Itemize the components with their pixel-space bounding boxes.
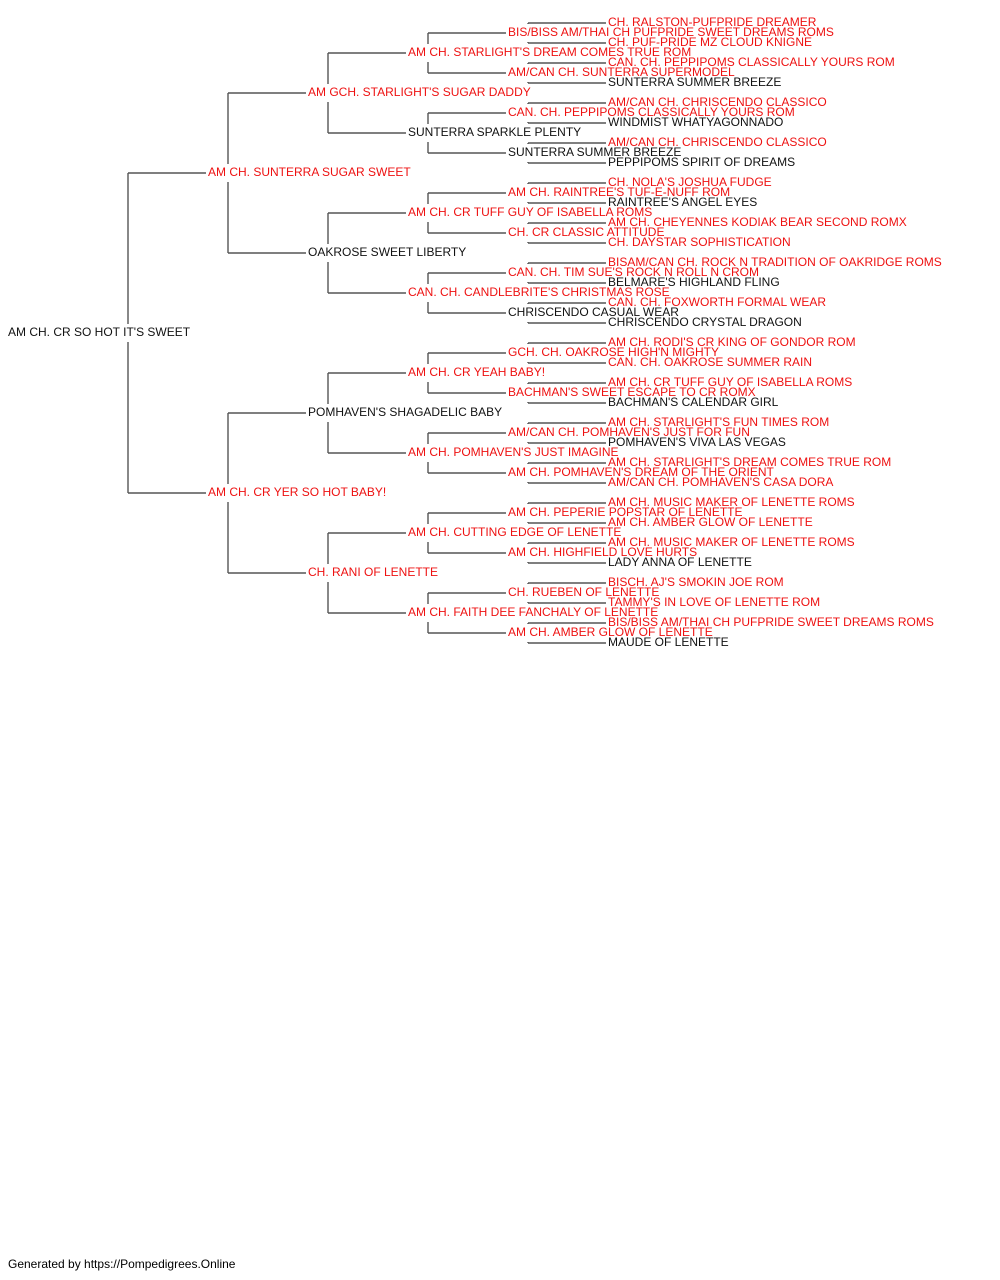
sire-name: AM CH. CR TUFF GUY OF ISABELLA ROMS (408, 205, 652, 219)
sire-name: CH. RUEBEN OF LENETTE (508, 585, 659, 599)
dam-name: BELMARE'S HIGHLAND FLING (608, 275, 780, 289)
dam-name: RAINTREE'S ANGEL EYES (608, 195, 757, 209)
dam-name: TAMMY'S IN LOVE OF LENETTE ROM (608, 595, 820, 609)
dam-name: CHRISCENDO CRYSTAL DRAGON (608, 315, 802, 329)
dam-name: WINDMIST WHATYAGONNADO (608, 115, 783, 129)
generated-by-footer: Generated by https://Pompedigrees.Online (8, 1257, 236, 1271)
sire-name: AM CH. RAINTREE'S TUF-E-NUFF ROM (508, 185, 730, 199)
dam-name: POMHAVEN'S VIVA LAS VEGAS (608, 435, 786, 449)
dam-name: CH. CR CLASSIC ATTITUDE (508, 225, 664, 239)
dam-name: OAKROSE SWEET LIBERTY (308, 245, 466, 259)
sire-name: AM CH. CUTTING EDGE OF LENETTE (408, 525, 621, 539)
sire-name: AM CH. CR YEAH BABY! (408, 365, 545, 379)
dam-name: AM CH. CR YER SO HOT BABY! (208, 485, 386, 499)
dam-name: LADY ANNA OF LENETTE (608, 555, 752, 569)
dam-name: AM CH. AMBER GLOW OF LENETTE (508, 625, 713, 639)
subject-dog-name: AM CH. CR SO HOT IT'S SWEET (8, 325, 191, 339)
sire-name: POMHAVEN'S SHAGADELIC BABY (308, 405, 502, 419)
sire-name: AM CH. MUSIC MAKER OF LENETTE ROMS (608, 535, 855, 549)
dam-name: MAUDE OF LENETTE (608, 635, 729, 649)
sire-name: AM/CAN CH. POMHAVEN'S JUST FOR FUN (508, 425, 750, 439)
dam-name: AM CH. AMBER GLOW OF LENETTE (608, 515, 813, 529)
dam-name: BACHMAN'S SWEET ESCAPE TO CR ROMX (508, 385, 756, 399)
sire-name: AM CH. STARLIGHT'S FUN TIMES ROM (608, 415, 829, 429)
sire-name: BIS/BISS AM/THAI CH PUFPRIDE SWEET DREAM… (508, 25, 834, 39)
dam-name: CH. PUF-PRIDE MZ CLOUD KNIGNE (608, 35, 812, 49)
sire-name: AM/CAN CH. CHRISCENDO CLASSICO (608, 135, 827, 149)
dam-name: SUNTERRA SPARKLE PLENTY (408, 125, 581, 139)
sire-name: GCH. CH. OAKROSE HIGH'N MIGHTY (508, 345, 719, 359)
sire-name: AM CH. STARLIGHT'S DREAM COMES TRUE ROM (408, 45, 691, 59)
sire-name: CH. RALSTON-PUFPRIDE DREAMER (608, 15, 817, 29)
sire-name: BISCH. AJ'S SMOKIN JOE ROM (608, 575, 784, 589)
dam-name: AM CH. FAITH DEE FANCHALY OF LENETTE (408, 605, 658, 619)
dam-name: BACHMAN'S CALENDAR GIRL (608, 395, 779, 409)
sire-name: AM CH. PEPERIE POPSTAR OF LENETTE (508, 505, 743, 519)
dam-name: CAN. CH. OAKROSE SUMMER RAIN (608, 355, 812, 369)
dam-name: CH. RANI OF LENETTE (308, 565, 438, 579)
sire-name: AM CH. RODI'S CR KING OF GONDOR ROM (608, 335, 856, 349)
dam-name: SUNTERRA SUMMER BREEZE (508, 145, 681, 159)
sire-name: CAN. CH. PEPPIPOMS CLASSICALLY YOURS ROM (508, 105, 795, 119)
sire-name: CAN. CH. PEPPIPOMS CLASSICALLY YOURS ROM (608, 55, 895, 69)
dam-name: AM CH. HIGHFIELD LOVE HURTS (508, 545, 697, 559)
sire-name: AM/CAN CH. CHRISCENDO CLASSICO (608, 95, 827, 109)
dam-name: AM/CAN CH. POMHAVEN'S CASA DORA (608, 475, 833, 489)
sire-name: AM CH. SUNTERRA SUGAR SWEET (208, 165, 411, 179)
sire-name: CAN. CH. FOXWORTH FORMAL WEAR (608, 295, 826, 309)
dam-name: CHRISCENDO CASUAL WEAR (508, 305, 679, 319)
sire-name: AM CH. STARLIGHT'S DREAM COMES TRUE ROM (608, 455, 891, 469)
dam-name: AM/CAN CH. SUNTERRA SUPERMODEL (508, 65, 735, 79)
sire-name: CH. NOLA'S JOSHUA FUDGE (608, 175, 772, 189)
sire-name: AM CH. CHEYENNES KODIAK BEAR SECOND ROMX (608, 215, 907, 229)
dam-name: AM CH. POMHAVEN'S JUST IMAGINE (408, 445, 619, 459)
sire-name: AM GCH. STARLIGHT'S SUGAR DADDY (308, 85, 531, 99)
sire-name: AM CH. CR TUFF GUY OF ISABELLA ROMS (608, 375, 852, 389)
sire-name: CAN. CH. TIM SUE'S ROCK N ROLL N CROM (508, 265, 759, 279)
dam-name: AM CH. POMHAVEN'S DREAM OF THE ORIENT (508, 465, 775, 479)
dam-name: PEPPIPOMS SPIRIT OF DREAMS (608, 155, 795, 169)
sire-name: BIS/BISS AM/THAI CH PUFPRIDE SWEET DREAM… (608, 615, 934, 629)
dam-name: CAN. CH. CANDLEBRITE'S CHRISTMAS ROSE (408, 285, 670, 299)
dam-name: CH. DAYSTAR SOPHISTICATION (608, 235, 791, 249)
sire-name: AM CH. MUSIC MAKER OF LENETTE ROMS (608, 495, 855, 509)
dam-name: SUNTERRA SUMMER BREEZE (608, 75, 781, 89)
sire-name: BISAM/CAN CH. ROCK N TRADITION OF OAKRID… (608, 255, 942, 269)
